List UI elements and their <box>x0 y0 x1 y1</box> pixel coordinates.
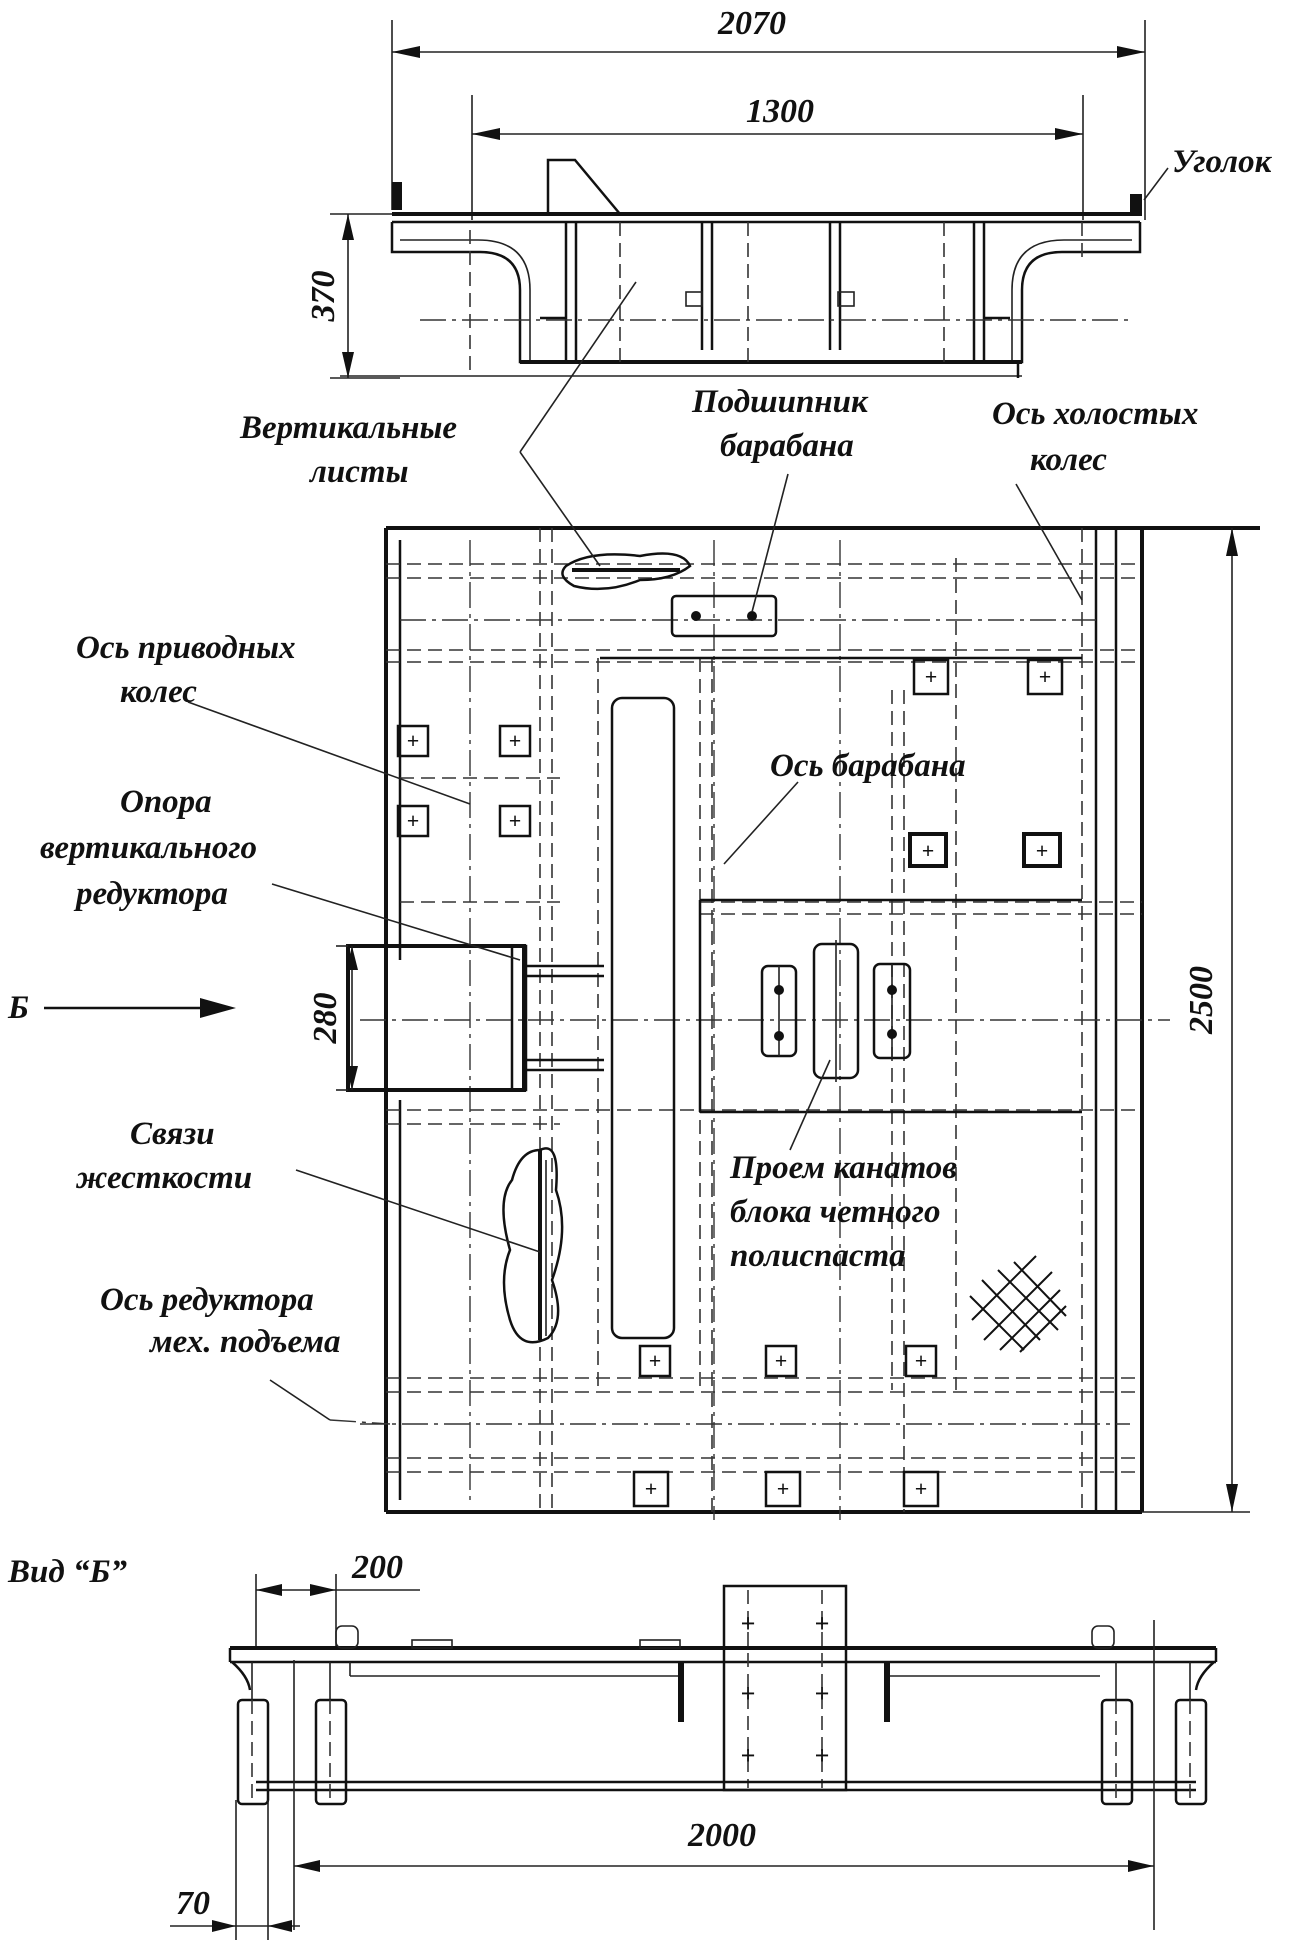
view-b: Вид “Б” 200 + + <box>7 1549 1218 1940</box>
drum-bearing-callout: Подшипник барабана <box>691 384 869 613</box>
svg-text:вертикального: вертикального <box>40 830 257 866</box>
svg-text:+: + <box>741 1679 756 1708</box>
svg-text:Ось барабана: Ось барабана <box>770 748 966 784</box>
rope-opening-callout: Проем канатов блока четного полиспаста <box>729 1059 957 1274</box>
svg-text:полиспаста: полиспаста <box>730 1238 906 1274</box>
dim-2000-text: 2000 <box>687 1817 756 1854</box>
bolt-plates: + + + + + + + + + + + + + + <box>396 658 1064 1508</box>
drum-bearing-block <box>670 594 778 638</box>
gearbox-support-block <box>346 944 604 1092</box>
svg-text:мех. подъема: мех. подъема <box>148 1324 341 1360</box>
svg-text:барабана: барабана <box>720 428 854 464</box>
svg-text:Ось приводных: Ось приводных <box>76 630 295 666</box>
svg-text:+: + <box>815 1679 830 1708</box>
gearbox-support-callout: Опора вертикального редуктора <box>40 784 521 961</box>
dimension-200: 200 <box>255 1549 420 1650</box>
dim-200-text: 200 <box>351 1549 403 1586</box>
long-slot <box>610 696 676 1340</box>
stiffeners-callout: Связи жесткости <box>75 1116 541 1253</box>
angle-label: Уголок <box>1172 144 1273 180</box>
dim-2070-text: 2070 <box>717 5 786 42</box>
idler-axis-callout: Ось холостых колес <box>992 396 1198 601</box>
svg-text:жесткости: жесткости <box>75 1160 252 1196</box>
svg-text:колес: колес <box>1030 442 1107 478</box>
svg-text:+: + <box>741 1741 756 1770</box>
svg-text:+: + <box>1039 664 1052 689</box>
svg-text:листы: листы <box>308 454 409 490</box>
dimension-70: 70 <box>170 1800 300 1940</box>
view-arrow-label: Б <box>7 990 29 1026</box>
svg-text:Связи: Связи <box>130 1116 215 1152</box>
dimension-2070: 2070 <box>392 5 1145 58</box>
drum-axis-callout: Ось барабана <box>723 748 966 865</box>
hoist-gear-axis-callout: Ось редуктора мех. подъема <box>100 1282 391 1425</box>
svg-text:+: + <box>407 728 420 753</box>
svg-text:колес: колес <box>120 674 197 710</box>
svg-text:+: + <box>649 1348 662 1373</box>
wheels <box>236 1662 1208 1806</box>
svg-text:+: + <box>922 838 935 863</box>
dim-70-text: 70 <box>176 1885 210 1922</box>
mesh-hatch <box>969 1255 1067 1353</box>
dim-280-text: 280 <box>307 993 344 1045</box>
dimension-2000: 2000 <box>293 1620 1155 1930</box>
dim-2500-text: 2500 <box>1183 966 1220 1035</box>
svg-text:Вертикальные: Вертикальные <box>239 410 457 446</box>
svg-text:+: + <box>915 1476 928 1501</box>
svg-text:Опора: Опора <box>120 784 212 820</box>
svg-text:блока четного: блока четного <box>730 1194 940 1230</box>
svg-text:+: + <box>925 664 938 689</box>
view-b-arrow: Б <box>7 990 236 1026</box>
dimension-280: 280 <box>307 945 358 1091</box>
svg-text:+: + <box>777 1476 790 1501</box>
dim-1300-text: 1300 <box>746 93 814 130</box>
dimension-1300: 1300 <box>472 93 1083 140</box>
svg-text:+: + <box>509 808 522 833</box>
svg-text:+: + <box>815 1741 830 1770</box>
svg-text:+: + <box>775 1348 788 1373</box>
vertical-sheets-callout: Вертикальные листы <box>239 281 637 567</box>
svg-text:Ось холостых: Ось холостых <box>992 396 1198 432</box>
dim-370-text: 370 <box>305 271 342 323</box>
plan-view: + + + + + + + + + + + + + + <box>7 526 1260 1520</box>
svg-text:Ось редуктора: Ось редуктора <box>100 1282 314 1318</box>
top-elevation-view: 2070 1300 <box>305 5 1273 379</box>
dimension-2500: 2500 <box>1142 528 1250 1513</box>
svg-text:Подшипник: Подшипник <box>691 384 869 420</box>
svg-text:+: + <box>915 1348 928 1373</box>
svg-text:+: + <box>407 808 420 833</box>
svg-text:+: + <box>509 728 522 753</box>
svg-text:+: + <box>741 1609 756 1638</box>
dimension-370: 370 <box>305 213 400 379</box>
svg-text:+: + <box>645 1476 658 1501</box>
callouts: Вертикальные листы Подшипник барабана Ос… <box>40 281 1198 1425</box>
rope-opening-group <box>760 940 912 1082</box>
svg-text:+: + <box>1036 838 1049 863</box>
svg-text:+: + <box>815 1609 830 1638</box>
view-b-title: Вид “Б” <box>7 1554 127 1590</box>
svg-text:Проем канатов: Проем канатов <box>729 1150 957 1186</box>
central-block: + + + + + + <box>722 1584 848 1792</box>
drive-axis-callout: Ось приводных колес <box>76 630 471 805</box>
svg-text:редуктора: редуктора <box>73 876 228 912</box>
